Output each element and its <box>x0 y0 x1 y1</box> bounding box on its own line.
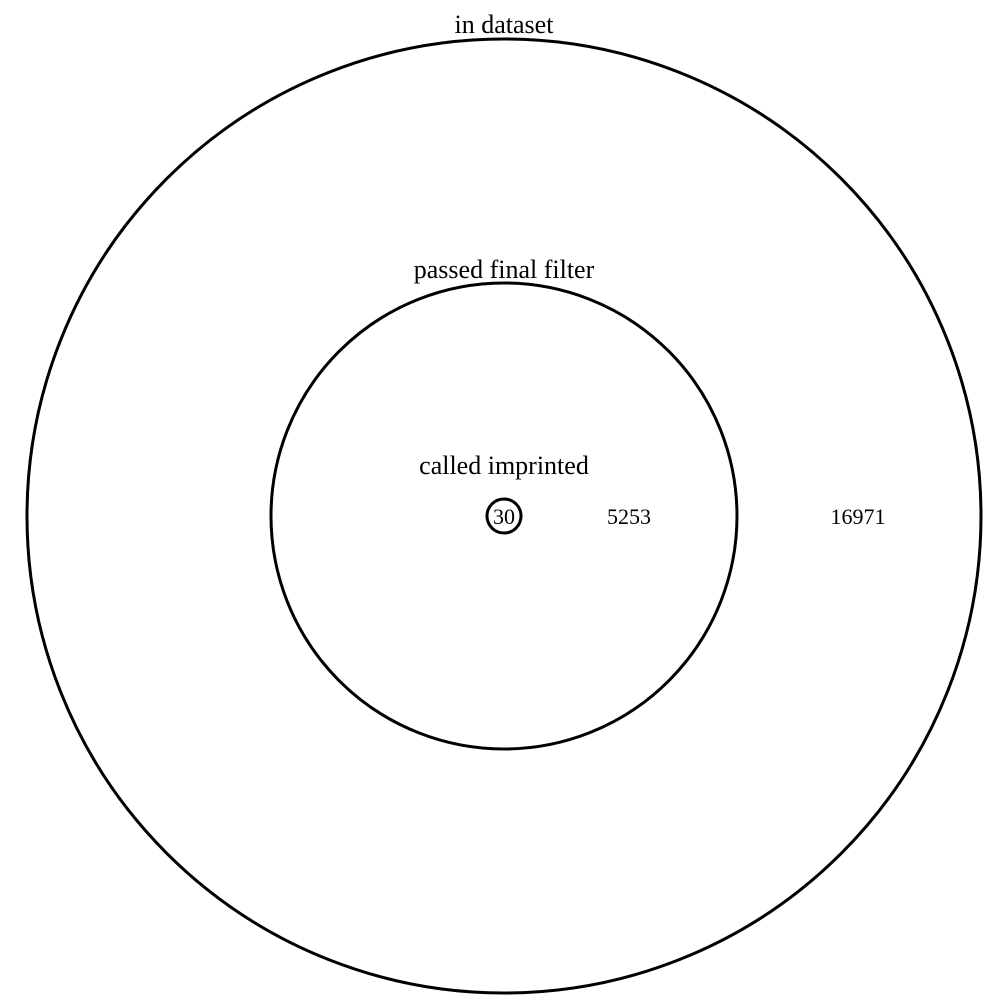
circle-in-dataset <box>25 37 983 995</box>
set-called-imprinted: called imprinted 30 <box>419 451 589 535</box>
count-in-dataset: 16971 <box>831 504 886 529</box>
label-called-imprinted: called imprinted <box>419 451 589 480</box>
label-in-dataset: in dataset <box>455 10 555 39</box>
label-passed-final-filter: passed final filter <box>414 255 595 284</box>
set-passed-final-filter: passed final filter 5253 <box>269 255 739 751</box>
count-passed-final-filter: 5253 <box>607 504 651 529</box>
count-called-imprinted: 30 <box>493 504 515 529</box>
circle-called-imprinted <box>485 497 523 535</box>
circle-passed-final-filter <box>269 281 739 751</box>
set-in-dataset: in dataset 16971 <box>25 10 983 995</box>
